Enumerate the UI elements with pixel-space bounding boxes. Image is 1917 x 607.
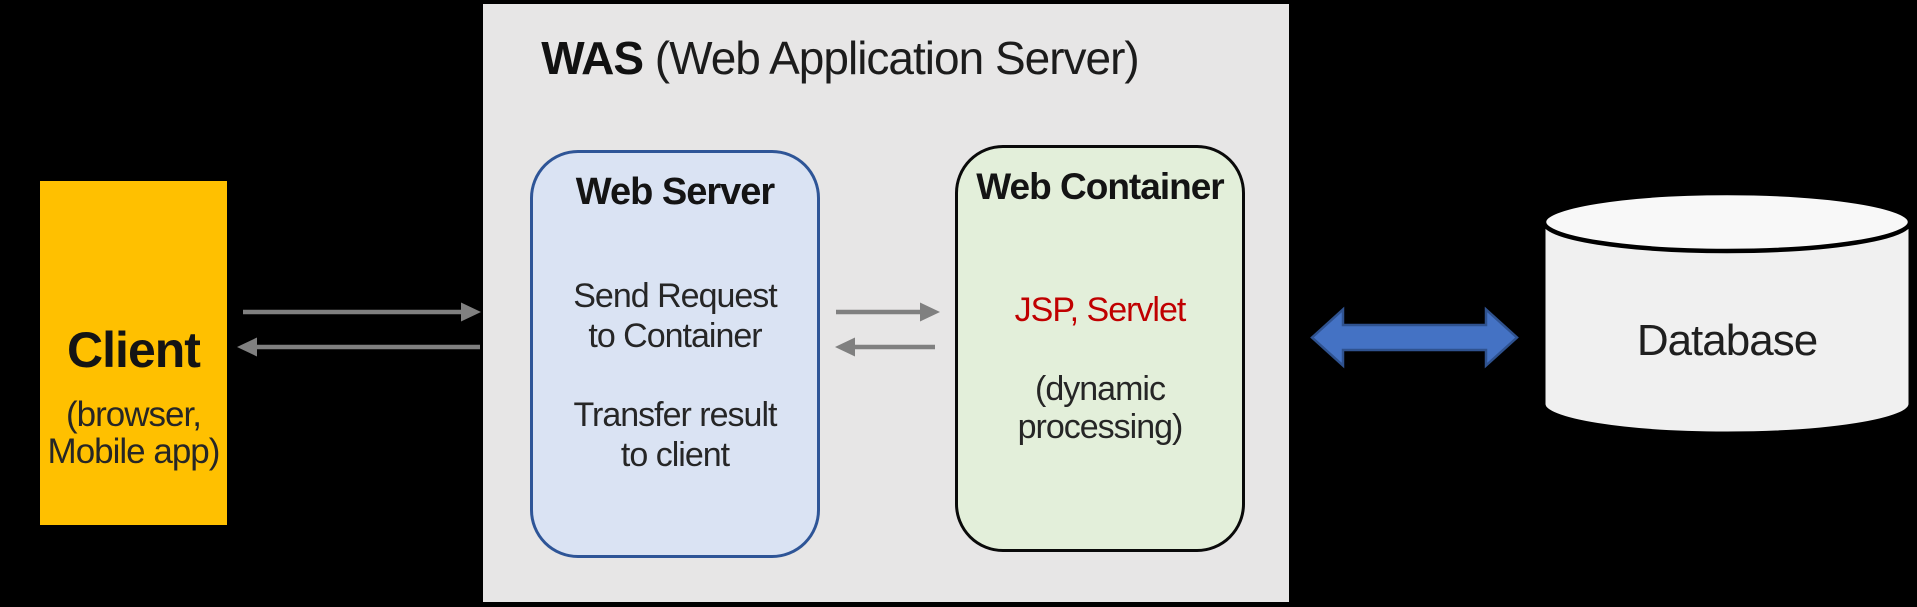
jsp-servlet-label: JSP, Servlet [1014,291,1187,329]
web-server-title: Web Server [575,171,775,213]
arrow-was-to-client-icon [237,337,480,357]
web-container-title: Web Container [976,166,1224,207]
web-server-note-request: Send Request to Container [510,276,840,356]
was-title-acronym: WAS [541,32,644,84]
dynamic-processing-note-line1: (dynamic [1035,370,1166,408]
web-server-note-transfer-line2: to client [620,436,730,474]
web-server-note-transfer: Transfer result to client [510,395,840,475]
client-box [40,181,227,525]
client-title: Client [67,322,201,378]
web-server-note-transfer-line1: Transfer result [573,396,778,434]
client-subtitle-line1: (browser, [66,395,202,434]
web-server-note-request-line1: Send Request [573,277,778,315]
client-subtitle-line2: Mobile app) [47,432,221,471]
dynamic-processing-note: (dynamic processing) [955,370,1245,446]
was-title-expansion: (Web Application Server) [643,32,1140,84]
client-subtitle: (browser, Mobile app) [18,396,249,470]
web-container-box [955,145,1245,552]
database-label: Database [1636,316,1818,365]
arrow-client-to-was-icon [243,302,481,322]
database-cylinder-icon [1541,190,1913,435]
web-server-note-request-line2: to Container [588,317,762,355]
was-title: WAS (Web Application Server) [437,32,1243,84]
web-server-box [530,150,820,558]
arrow-was-database-icon [1310,306,1519,369]
dynamic-processing-note-line2: processing) [1017,408,1184,446]
